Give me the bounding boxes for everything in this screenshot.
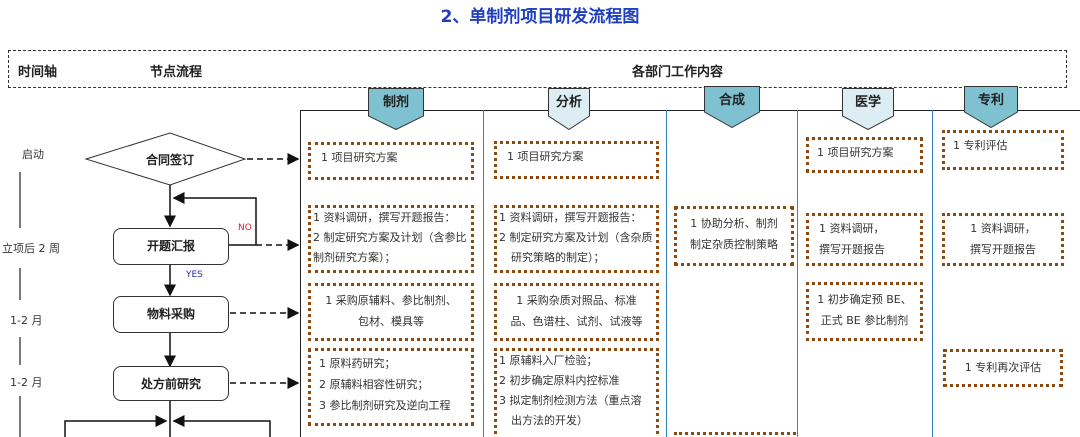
yes-label: YES [186, 270, 203, 280]
task-line: 3 拟定制剂检测方法（重点溶 [499, 394, 642, 407]
task-box: 1 初步确定预 BE、 正式 BE 参比制剂 [806, 282, 923, 341]
task-box: 1 资料调研，撰写开题报告： 2 制定研究方案及计划（含杂质 研究策略的制定）； [494, 205, 659, 273]
task-box: 1 采购原辅料、参比制剂、 包材、模具等 [308, 283, 474, 341]
decision-diamond [84, 132, 247, 186]
task-box [674, 432, 796, 437]
task-line: 研究策略的制定）； [511, 251, 605, 264]
timeline-label: 启动 [22, 148, 44, 161]
task-line: 1 采购杂质对照品、标准 [516, 294, 637, 307]
task-box: 1 项目研究方案 [494, 141, 659, 179]
page-title: 2、单制剂项目研发流程图 [440, 7, 640, 27]
task-line: 1 协助分析、制剂 [690, 217, 778, 230]
task-line: 1 原料药研究； [319, 357, 396, 370]
task-line: 制剂研究方案）； [313, 251, 396, 264]
header-departments: 各部门工作内容 [632, 65, 724, 80]
tab-label: 专利 [977, 93, 1004, 108]
task-line: 1 原辅料入厂检验； [499, 354, 598, 367]
timeline-label: 立项后 2 周 [2, 242, 60, 255]
task-line: 1 资料调研，撰写开题报告： [313, 211, 456, 224]
tab-patent: 专利 [964, 86, 1018, 128]
task-box: 1 协助分析、制剂 制定杂质控制策略 [674, 206, 794, 266]
tab-label: 合成 [718, 93, 745, 108]
task-line: 1 初步确定预 BE、 [817, 293, 912, 306]
task-line: 正式 BE 参比制剂 [820, 314, 909, 327]
task-line: 撰写开题报告 [819, 243, 885, 256]
tab-synthesis: 合成 [704, 86, 760, 128]
task-box: 1 采购杂质对照品、标准 品、色谱柱、试剂、试液等 [494, 283, 659, 341]
lane-divider [797, 110, 798, 437]
task-line: 出方法的开发） [511, 414, 588, 427]
lane-divider [666, 110, 667, 437]
task-line: 1 专利再次评估 [964, 361, 1042, 374]
task-line: 1 资料调研， [819, 222, 885, 235]
timeline-label: 1-2 月 [10, 376, 43, 389]
task-line: 2 初步确定原料内控标准 [499, 374, 620, 387]
task-line: 包材、模具等 [358, 315, 424, 328]
task-line: 2 制定研究方案及计划（含杂质 [499, 231, 653, 244]
task-line: 品、色谱柱、试剂、试液等 [510, 315, 643, 328]
task-box: 1 资料调研，撰写开题报告： 2 制定研究方案及计划（含参比 制剂研究方案）； [308, 205, 474, 273]
task-box: 1 项目研究方案 [308, 142, 474, 180]
task-line: 1 项目研究方案 [817, 146, 894, 159]
tab-label: 医学 [854, 95, 881, 110]
task-line: 1 资料调研， [970, 222, 1036, 235]
no-label: NO [238, 223, 252, 233]
lane-divider [932, 110, 933, 437]
task-line: 1 采购原辅料、参比制剂、 [325, 294, 457, 307]
timeline-label: 1-2 月 [10, 314, 43, 327]
task-box: 1 原辅料入厂检验； 2 初步确定原料内控标准 3 拟定制剂检测方法（重点溶 出… [494, 348, 659, 437]
header-nodes: 节点流程 [150, 65, 203, 80]
task-line: 1 资料调研，撰写开题报告： [499, 211, 642, 224]
task-box: 1 原料药研究； 2 原辅料相容性研究； 3 参比制剂研究及逆向工程 [308, 348, 474, 426]
task-box: 1 项目研究方案 [806, 137, 923, 173]
swimlane-container [300, 110, 1080, 437]
tab-label: 制剂 [382, 95, 409, 110]
node-procurement: 物料采购 [113, 296, 229, 333]
tab-medical: 医学 [842, 88, 894, 130]
task-box: 1 资料调研， 撰写开题报告 [942, 213, 1064, 266]
task-line: 2 制定研究方案及计划（含参比 [313, 231, 467, 244]
node-preformulation: 处方前研究 [113, 366, 229, 401]
tab-analysis: 分析 [548, 88, 590, 130]
task-line: 制定杂质控制策略 [690, 238, 778, 251]
tab-formulation: 制剂 [368, 88, 424, 130]
task-box: 1 专利再次评估 [943, 349, 1063, 387]
task-line: 1 专利评估 [953, 139, 1008, 152]
node-contract-signing: 合同签订 [145, 153, 194, 167]
task-line: 1 项目研究方案 [507, 150, 584, 163]
task-box: 1 专利评估 [942, 130, 1064, 170]
lane-divider [483, 110, 484, 437]
header-timeline: 时间轴 [18, 65, 58, 80]
task-line: 1 项目研究方案 [321, 151, 398, 164]
task-line: 撰写开题报告 [970, 243, 1036, 256]
task-line: 2 原辅料相容性研究； [319, 378, 429, 391]
task-box: 1 资料调研， 撰写开题报告 [806, 213, 923, 266]
tab-label: 分析 [555, 95, 582, 110]
header-bar [8, 50, 1067, 88]
task-line: 3 参比制剂研究及逆向工程 [319, 399, 451, 412]
node-kickoff-report: 开题汇报 [113, 228, 229, 265]
